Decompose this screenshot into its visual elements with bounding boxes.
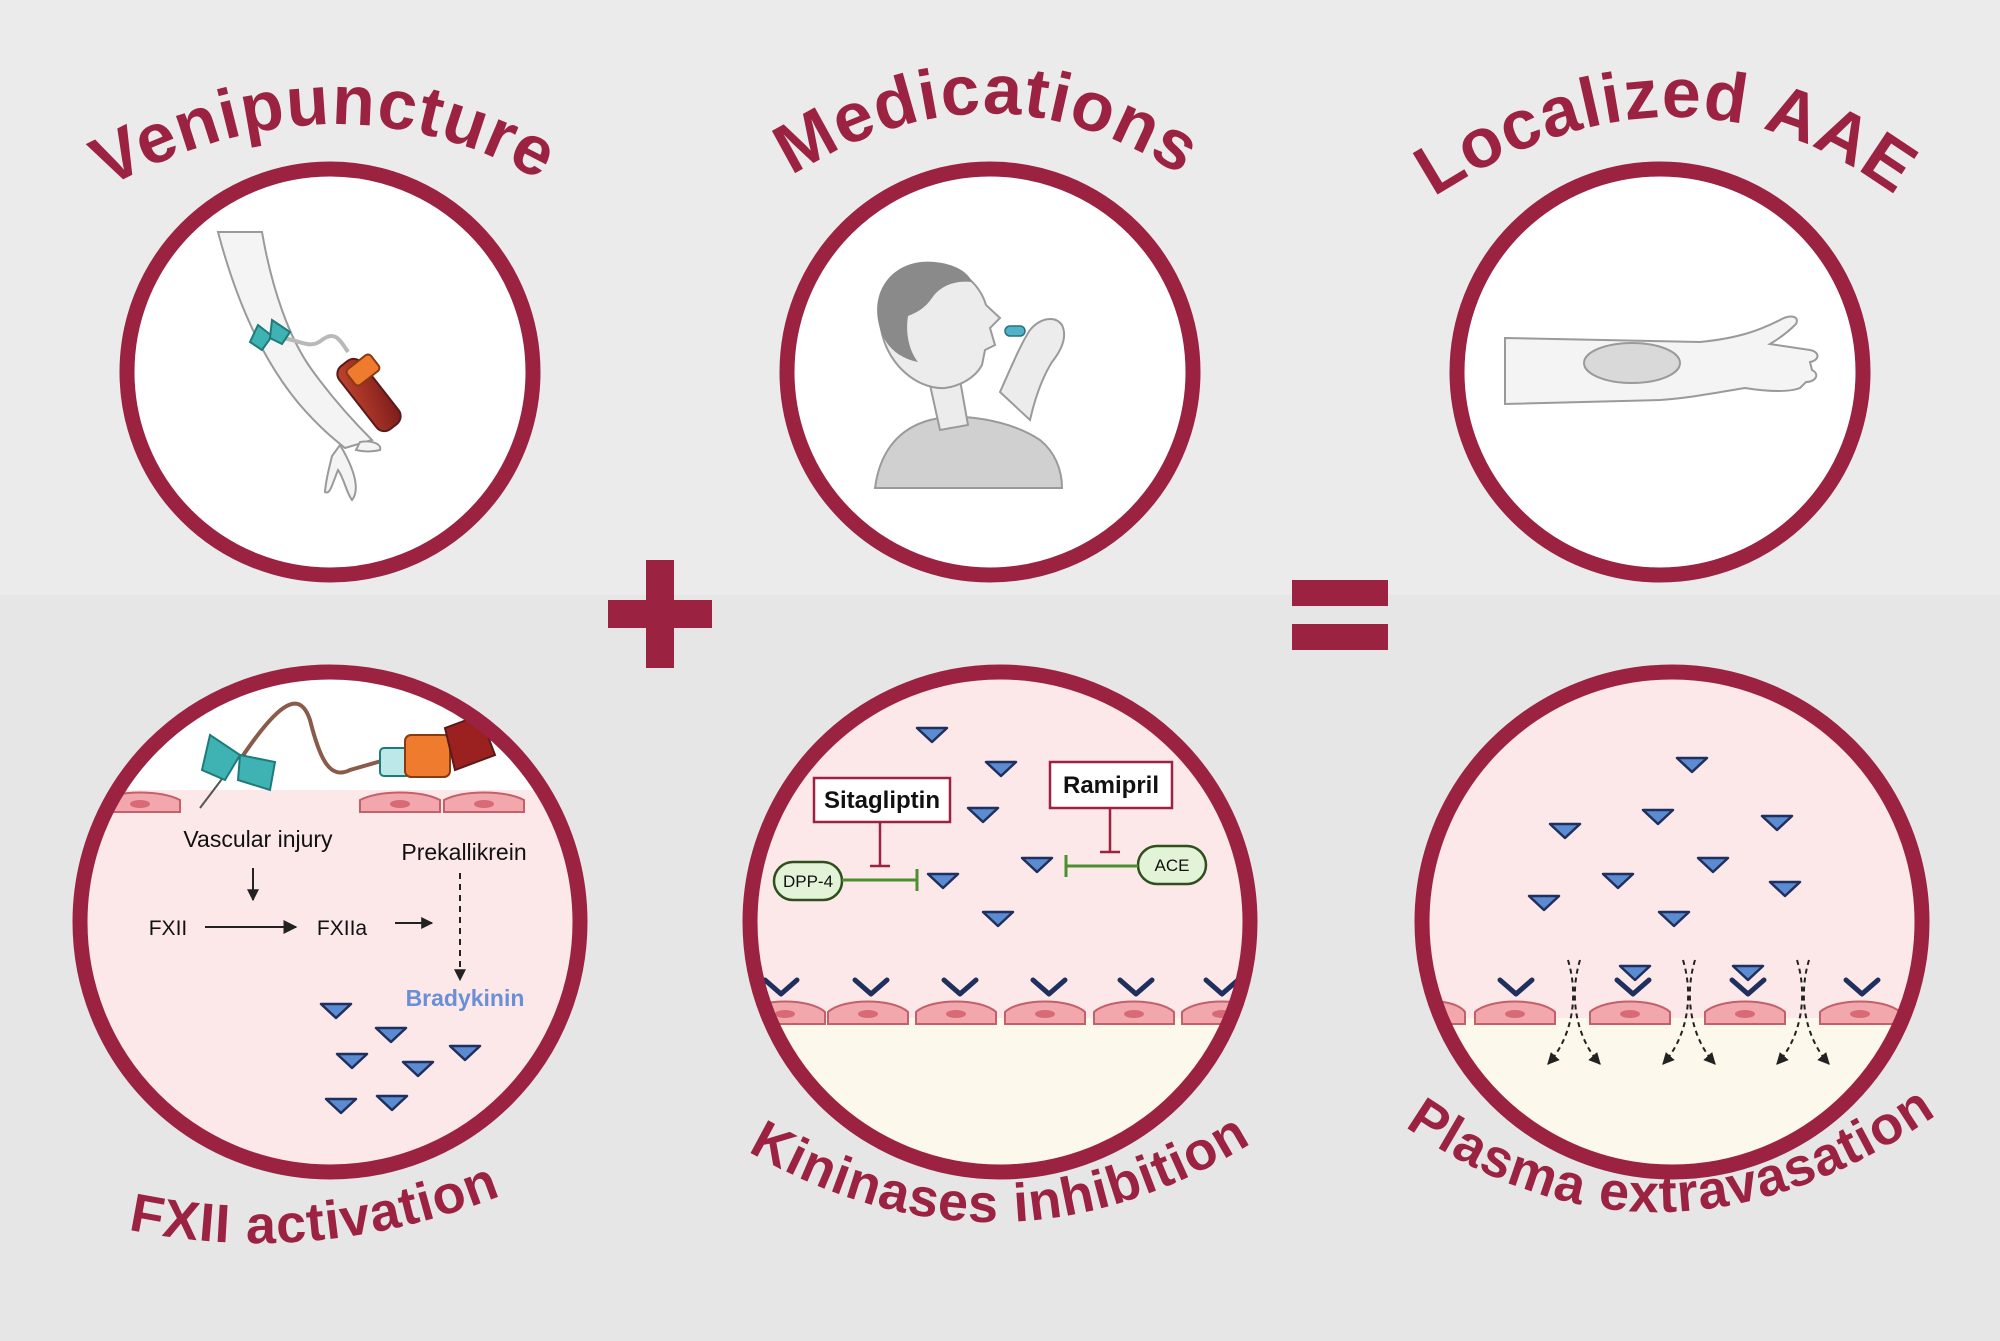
bradykinin-molecules-1: [319, 1002, 482, 1115]
bradykinin-molecules-3: [1527, 756, 1802, 928]
venipuncture-circle: [119, 161, 541, 583]
kininases-inhibition-panel: Sitagliptin Ramipril DPP-4 ACE: [742, 664, 1258, 1180]
person-taking-pill-icon: [873, 261, 1066, 489]
bradykinin-receptors-3: [1497, 977, 1881, 997]
arm-swelling-icon: [1504, 315, 1819, 406]
bradykinin-label: Bradykinin: [406, 985, 525, 1011]
prekallikrein-label: Prekallikrein: [401, 839, 526, 865]
sitagliptin-label: Sitagliptin: [824, 787, 940, 814]
endothelium-top: [99, 791, 525, 813]
dpp4-label: DPP-4: [783, 872, 833, 891]
plasma-extravasation-panel: [1414, 664, 1930, 1180]
ramipril-label: Ramipril: [1063, 772, 1159, 799]
leakage-arrows: [1547, 959, 1830, 1065]
fxii-label: FXII: [149, 917, 188, 940]
vascular-injury-label: Vascular injury: [183, 826, 333, 852]
ace-label: ACE: [1155, 856, 1190, 875]
plus-sign: +: [608, 560, 712, 668]
bradykinin-receptors-2: [762, 977, 1241, 997]
bradykinin-molecules-2: [915, 726, 1054, 928]
fxiia-label: FXIIa: [317, 917, 368, 940]
bound-bradykinin: [1618, 964, 1765, 982]
butterfly-needle-icon: [199, 701, 386, 809]
butterfly-needle-blood-tube-icon: [216, 231, 402, 502]
equals-sign: =: [1292, 580, 1388, 650]
sitagliptin-box: [812, 776, 952, 824]
localized-aae-circle: [1449, 161, 1871, 583]
medications-circle: [779, 161, 1201, 583]
